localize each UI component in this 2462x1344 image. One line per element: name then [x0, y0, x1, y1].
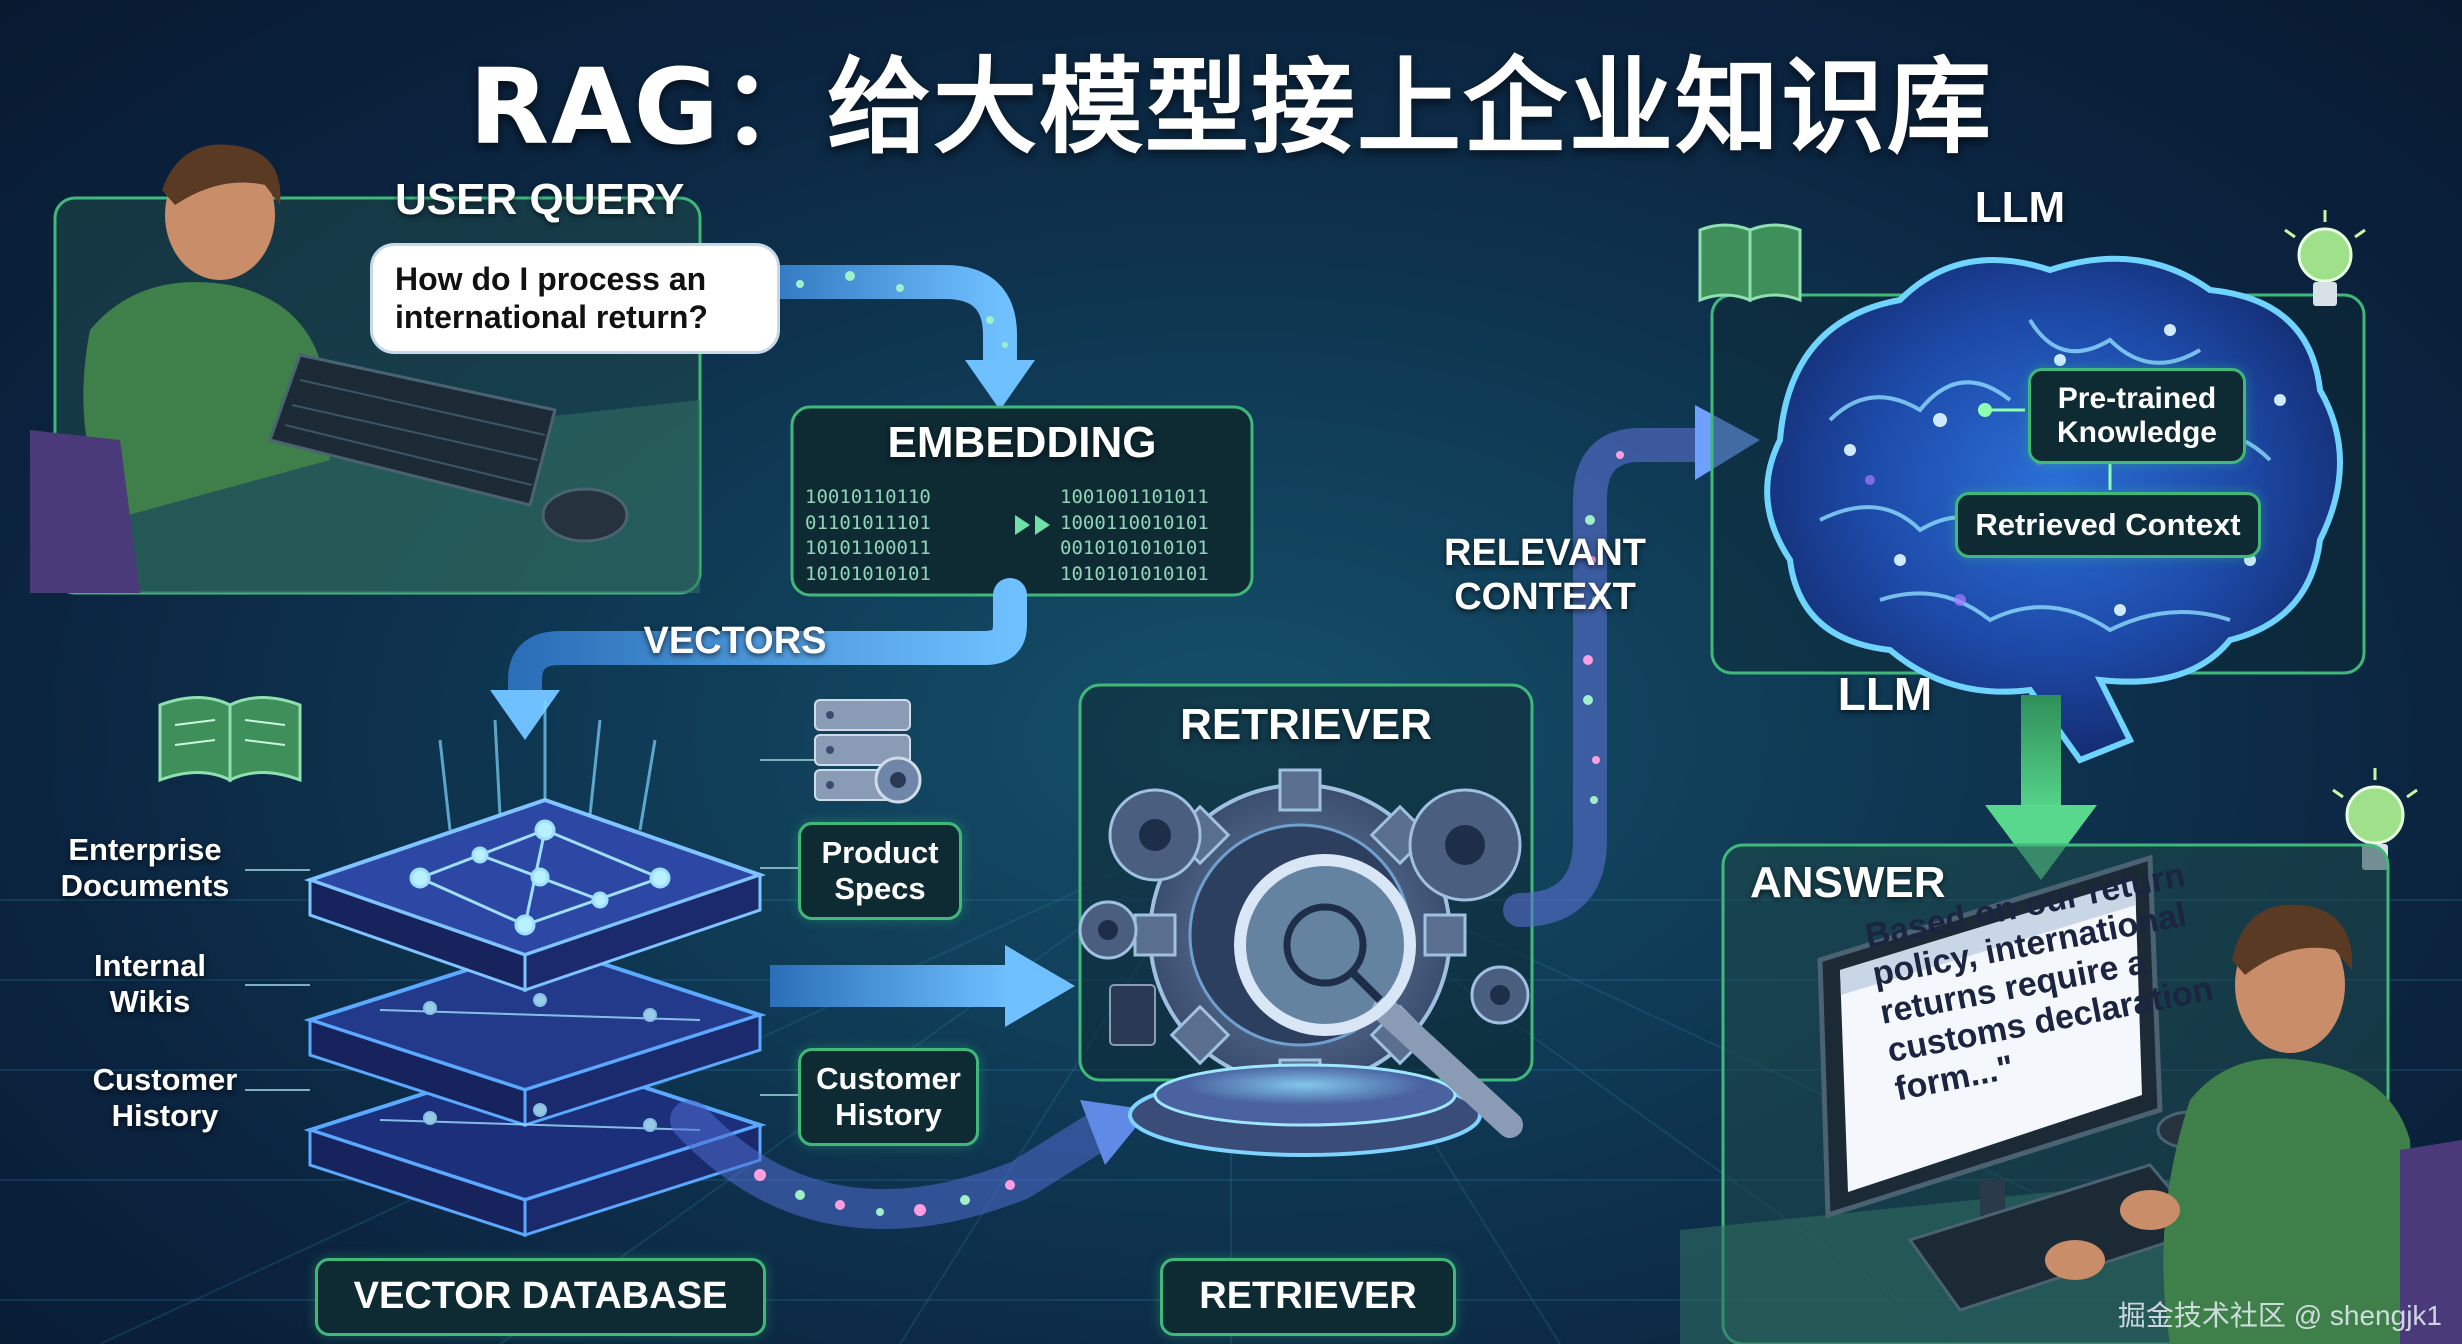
- relevant-context-label: RELEVANT CONTEXT: [1444, 532, 1646, 618]
- arrow-query-to-embedding: [723, 265, 1035, 410]
- retriever-label: RETRIEVER: [1160, 1258, 1456, 1336]
- embedding-heading: EMBEDDING: [887, 418, 1157, 467]
- vector-database-stack: [303, 700, 767, 1238]
- user-query-heading: USER QUERY: [395, 175, 685, 224]
- user-query-bubble: How do I process an international return…: [370, 243, 780, 354]
- llm-heading-top: LLM: [1974, 183, 2066, 232]
- watermark: 掘金技术社区 @ shengjk1: [2117, 1300, 2442, 1331]
- arrow-embedding-to-database: [490, 578, 1027, 740]
- llm-book-icon: [1698, 223, 1802, 303]
- retrieved-context-tag: Retrieved Context: [1955, 492, 2261, 558]
- embedding-panel: [790, 405, 1254, 597]
- server-gear-icon: [814, 699, 922, 804]
- answer-heading: ANSWER: [1750, 858, 1946, 907]
- llm-heading-bottom: LLM: [1837, 668, 1933, 720]
- arrow-llm-to-answer: [1985, 695, 2097, 880]
- page-title: RAG：给大模型接上企业知识库: [469, 46, 1993, 168]
- source-product-specs: Product Specs: [798, 822, 962, 920]
- gear-icon-mini: [1078, 900, 1530, 1025]
- answer-person-figure: [2045, 904, 2420, 1344]
- answer-panel: [1680, 843, 2462, 1344]
- retriever-gears: [1078, 768, 1530, 1157]
- gear-icon-small-left: [1108, 788, 1202, 882]
- lightbulb-icon: [2284, 210, 2366, 306]
- embedding-bits-right: 1001001101011 1000110010101 001010101010…: [1060, 486, 1209, 585]
- vector-database-label: VECTOR DATABASE: [315, 1258, 766, 1336]
- source-internal-wikis: Internal Wikis: [94, 948, 206, 1019]
- source-customer-history-right: Customer History: [798, 1048, 979, 1146]
- magnifier-icon: [1234, 854, 1523, 1138]
- arrow-database-to-retriever: [770, 945, 1075, 1027]
- monitor: [1817, 854, 2163, 1254]
- source-enterprise-documents: Enterprise Documents: [60, 832, 230, 903]
- gear-icon-small-right: [1408, 788, 1522, 902]
- vectors-label: VECTORS: [643, 620, 827, 662]
- retriever-heading: RETRIEVER: [1180, 700, 1432, 749]
- embedding-bits-left: 10010110110 01101011101 10101100011 1010…: [805, 486, 931, 585]
- pretrained-knowledge-tag: Pre-trained Knowledge: [2028, 368, 2246, 464]
- source-customer-history-left: Customer History: [92, 1062, 238, 1133]
- book-icon: [158, 696, 302, 783]
